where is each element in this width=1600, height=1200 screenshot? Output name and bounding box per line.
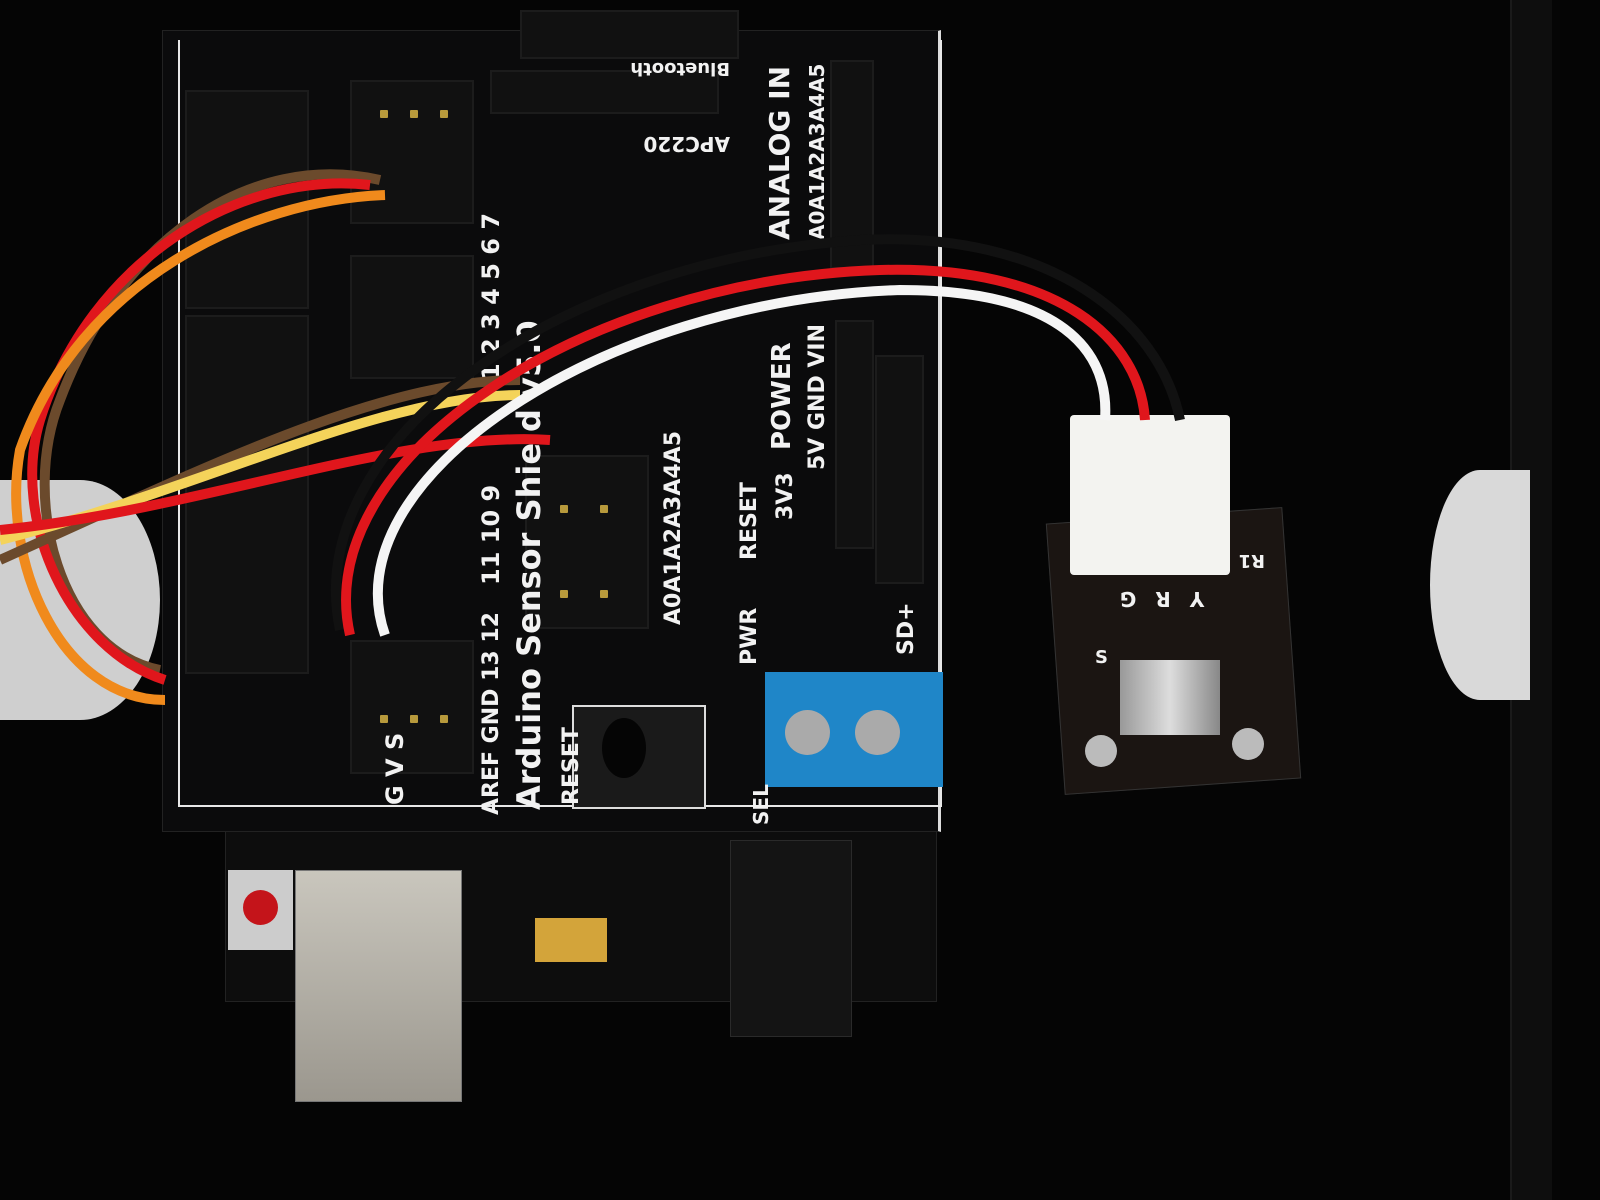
header-pin [560,505,568,513]
header-pin [380,715,388,723]
analog-header [830,60,874,269]
terminal-screw [785,710,830,755]
dc-jack [730,840,852,1037]
reset-button-cap [602,718,646,778]
header-pin [410,715,418,723]
ir-receiver [1120,660,1220,735]
shield-outline [178,40,942,807]
usb-port [295,870,462,1102]
header-pin [440,715,448,723]
screw [1232,728,1264,760]
sd-header [875,355,924,584]
wire-red-ir [341,264,1150,637]
analog-gvs-header [525,455,649,629]
header-pin [440,110,448,118]
gvs-header-mid [350,255,474,379]
gvs-header-bottom [350,640,474,774]
white-hole-right [1430,470,1530,700]
wire-orange [11,190,386,705]
sensor-label-s: S [1095,647,1108,668]
apc220-header [490,70,719,114]
wire-red [27,178,371,685]
bluetooth-header [520,10,739,59]
header-pin [600,590,608,598]
gvs-header-top [350,80,474,224]
wire-black-ir [330,234,1185,632]
red-button [243,890,278,925]
wire-white-ir [373,284,1111,637]
header-pin [600,505,608,513]
header-pin [560,590,568,598]
header-pin [380,110,388,118]
screw [1085,735,1117,767]
power-header [835,320,874,549]
wire-red-2 [0,434,551,535]
white-connector [1070,415,1230,575]
crystal [535,918,607,962]
header-pin [410,110,418,118]
terminal-screw [855,710,900,755]
